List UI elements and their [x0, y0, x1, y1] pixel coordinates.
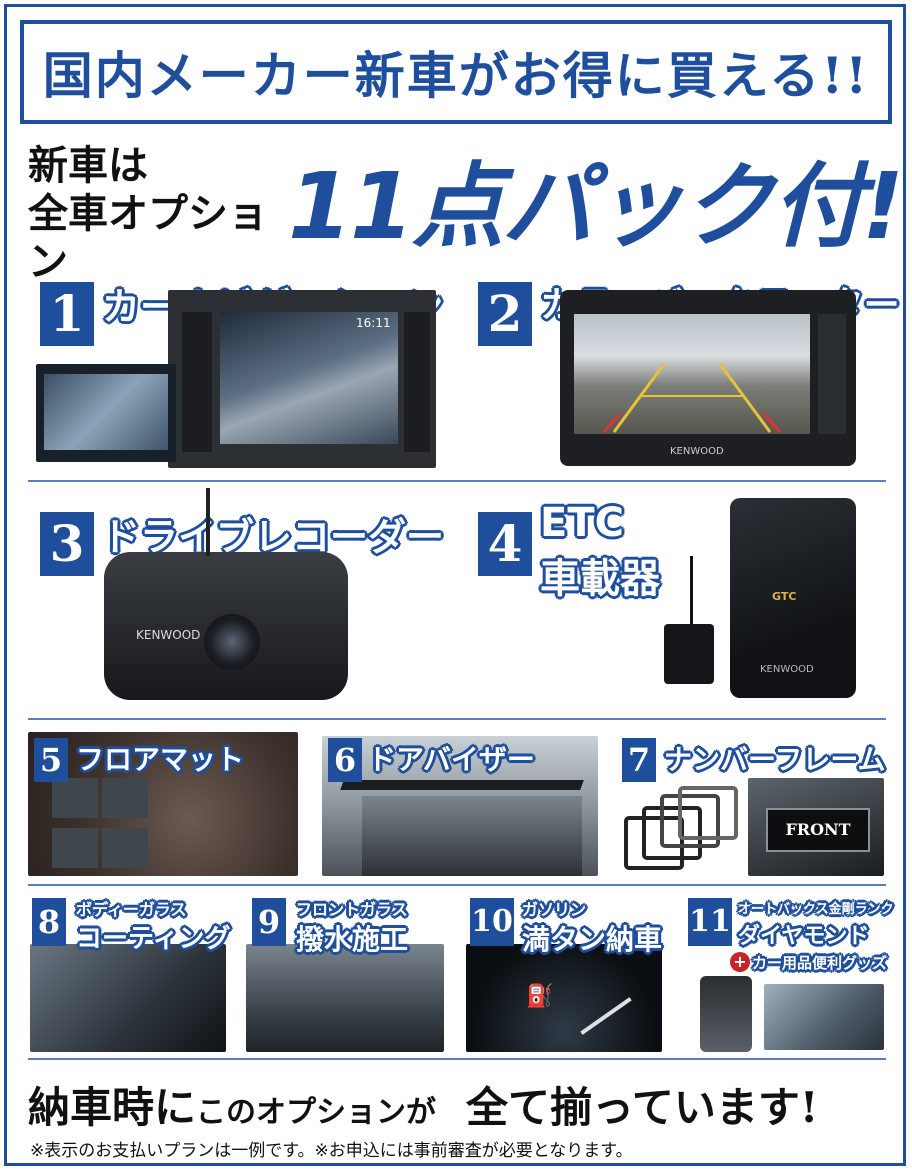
item-number-9: 9 [252, 898, 286, 946]
divider [28, 1058, 886, 1060]
footer-headline: 納車時にこのオプションが全て揃っています! [28, 1074, 818, 1135]
footer-part-3: が [406, 1095, 437, 1130]
item-title-10-line1: ガソリン [522, 900, 587, 919]
item-title-4-line1: ETC [540, 500, 624, 546]
pack-headline: 11点パック付! [288, 153, 904, 260]
water-repellent-image [246, 944, 444, 1052]
item-title-11-line3: カー用品便利グッズ [752, 954, 888, 972]
compact-navigation-image [36, 364, 176, 462]
item-number-3: 3 [40, 512, 94, 576]
car-goods-image [764, 984, 884, 1050]
item-title-8-line1: ボディーガラス [76, 900, 187, 919]
item-title-3: ドライブレコーダー [102, 515, 445, 559]
camera-lens-icon [204, 614, 260, 670]
nav-clock: 16:11 [356, 316, 391, 330]
coating-image [30, 944, 226, 1052]
item-number-6: 6 [328, 738, 362, 782]
fuel-pump-icon: ⛽ [526, 984, 554, 1009]
recorder-cable [206, 488, 210, 556]
etc-brand: KENWOOD [760, 664, 814, 675]
item-number-5: 5 [34, 738, 68, 782]
item-number-11: 11 [688, 898, 732, 946]
item-title-7: ナンバーフレーム [664, 743, 886, 776]
divider [28, 480, 886, 482]
etc-unit-image: GTC KENWOOD [730, 498, 856, 698]
footer-part-2: このオプション [196, 1095, 407, 1130]
item-number-4: 4 [478, 512, 532, 576]
front-plate-image: FRONT [748, 778, 884, 876]
headline-banner: 国内メーカー新車がお得に買える!! [20, 20, 892, 124]
footer-part-4: 全て揃っています! [466, 1083, 819, 1132]
item-title-5: フロアマット [76, 743, 245, 776]
navigation-head-unit-image: 16:11 [168, 290, 436, 468]
divider [28, 884, 886, 886]
item-title-9-line2: 撥水施工 [296, 923, 409, 956]
footer-part-1: 納車時に [28, 1083, 197, 1132]
number-frame-icons [624, 786, 738, 870]
item-title-9-line1: フロントガラス [296, 900, 408, 919]
drive-recorder-image: KENWOOD [104, 552, 348, 700]
recorder-brand: KENWOOD [136, 628, 201, 642]
item-number-1: 1 [40, 282, 94, 346]
item-number-7: 7 [622, 738, 656, 782]
parking-guide-lines [602, 363, 782, 433]
item-title-8-line2: コーティング [76, 924, 231, 954]
item-title-4-line2: 車載器 [540, 556, 660, 602]
front-plate-label: FRONT [766, 808, 870, 852]
item-number-8: 8 [32, 898, 66, 946]
etc-antenna [664, 624, 714, 684]
monitor-brand: KENWOOD [670, 446, 724, 457]
back-monitor-image: KENWOOD [560, 290, 856, 466]
item-title-11-line1: オートバックス金剛ランク [738, 902, 894, 917]
lead-line-1: 新車は [28, 143, 148, 189]
disclaimer-note: ※表示のお支払いプランは一例です。※お申込には事前審査が必要となります。 [30, 1141, 633, 1161]
floor-mat-image [28, 732, 298, 876]
lead-text: 新車は 全車オプション [28, 142, 298, 286]
headline-text: 国内メーカー新車がお得に買える!! [42, 46, 870, 105]
divider [28, 718, 886, 720]
item-number-2: 2 [478, 282, 532, 346]
etc-antenna-cable [690, 556, 693, 626]
smartphone-image [700, 976, 752, 1052]
plus-icon: + [730, 952, 750, 972]
item-number-10: 10 [470, 898, 514, 946]
etc-label: GTC [772, 590, 797, 603]
fuel-gauge-image: ⛽ [466, 944, 662, 1052]
door-visor-image [322, 736, 598, 876]
lead-line-2: 全車オプション [28, 191, 268, 285]
item-title-10-line2: 満タン納車 [522, 923, 663, 956]
item-title-6: ドアバイザー [368, 743, 535, 776]
outer-frame [4, 4, 906, 1166]
item-title-11-line2: ダイヤモンド [738, 924, 870, 949]
